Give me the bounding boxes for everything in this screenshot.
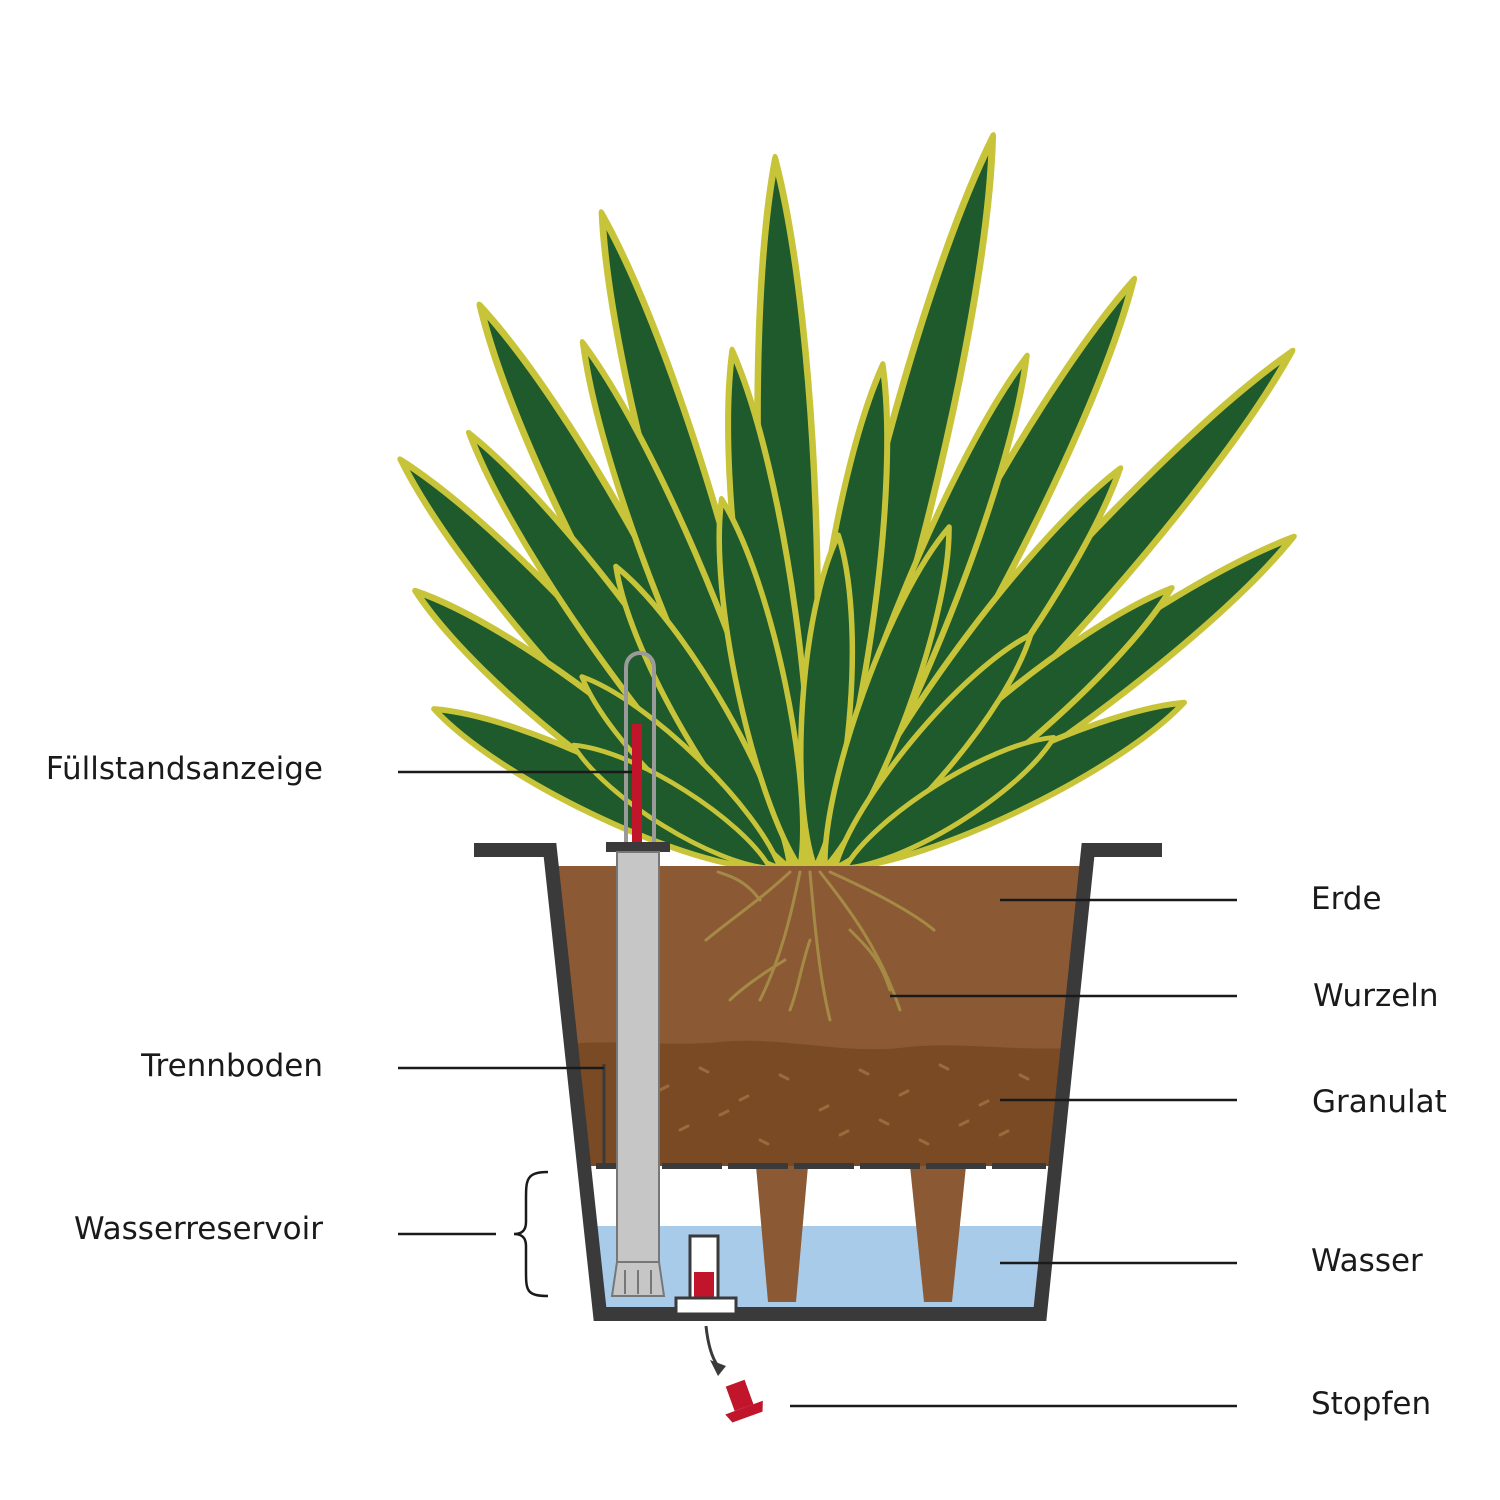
label-wasser: Wasser (1311, 1243, 1423, 1279)
self-watering-pot (474, 843, 1162, 1321)
reservoir-brace (513, 1170, 549, 1298)
label-stopfen: Stopfen (1311, 1386, 1432, 1422)
indicator-float-rod (632, 724, 642, 842)
indicator-tube (616, 851, 660, 1263)
indicator-cap (606, 842, 670, 852)
wick-leg-right (910, 1166, 966, 1302)
roots (704, 870, 936, 1022)
label-wasserreservoir: Wasserreservoir (73, 1211, 323, 1247)
label-erde: Erde (1311, 881, 1382, 917)
label-wurzeln: Wurzeln (1313, 978, 1439, 1014)
water-level-indicator (606, 651, 670, 1297)
drain-plug-icon (704, 1325, 763, 1423)
label-granulat: Granulat (1312, 1084, 1447, 1120)
wick-leg-left (756, 1166, 808, 1302)
label-fuellstandsanzeige: Füllstandsanzeige (45, 751, 323, 787)
pot-interior (558, 866, 1082, 1312)
leader-lines (398, 770, 1237, 1408)
divider-floor (596, 1064, 1046, 1169)
plant-illustration (381, 131, 1312, 892)
drain-plug-seat (674, 1234, 738, 1316)
label-trennboden: Trennboden (141, 1048, 323, 1084)
granulate-layer (558, 1040, 1082, 1166)
